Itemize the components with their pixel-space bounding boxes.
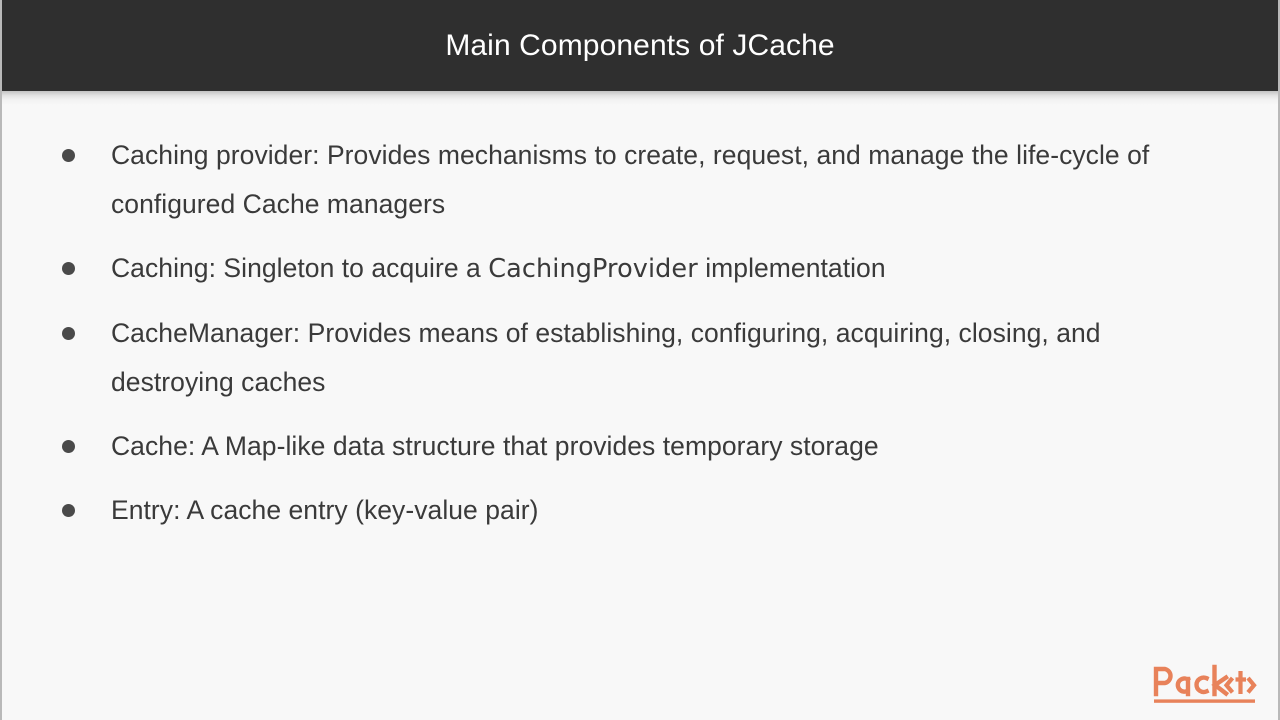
bullet-dot-icon	[62, 504, 75, 517]
list-item: CacheManager: Provides means of establis…	[58, 309, 1222, 407]
page-title: Main Components of JCache	[445, 28, 835, 62]
list-item: Cache: A Map-like data structure that pr…	[58, 422, 1222, 471]
list-item-text: CacheManager: Provides means of establis…	[111, 318, 1101, 397]
list-item: Entry: A cache entry (key-value pair)	[58, 486, 1222, 535]
packt-logo-icon	[1153, 664, 1257, 703]
packt-logo	[1152, 662, 1260, 706]
list-item: Caching provider: Provides mechanisms to…	[58, 131, 1222, 229]
bullet-list: Caching provider: Provides mechanisms to…	[58, 131, 1222, 535]
list-item-lead: Caching: Singleton to acquire a	[111, 253, 489, 283]
bullet-dot-icon	[62, 262, 75, 275]
slide-content: Caching provider: Provides mechanisms to…	[2, 91, 1278, 720]
list-item-rest: implementation	[697, 253, 886, 283]
list-item-text: Caching provider: Provides mechanisms to…	[111, 140, 1150, 219]
list-item-text: Cache: A Map-like data structure that pr…	[111, 431, 879, 461]
bullet-dot-icon	[62, 440, 75, 453]
bullet-dot-icon	[62, 149, 75, 162]
slide-header-bar: Main Components of JCache	[2, 0, 1278, 91]
bullet-dot-icon	[62, 327, 75, 340]
list-item-text: Caching: Singleton to acquire a CachingP…	[111, 244, 1222, 294]
list-item-text: Entry: A cache entry (key-value pair)	[111, 495, 539, 525]
list-item-code-term: CachingProvider	[488, 254, 698, 284]
list-item: Caching: Singleton to acquire a CachingP…	[58, 244, 1222, 294]
